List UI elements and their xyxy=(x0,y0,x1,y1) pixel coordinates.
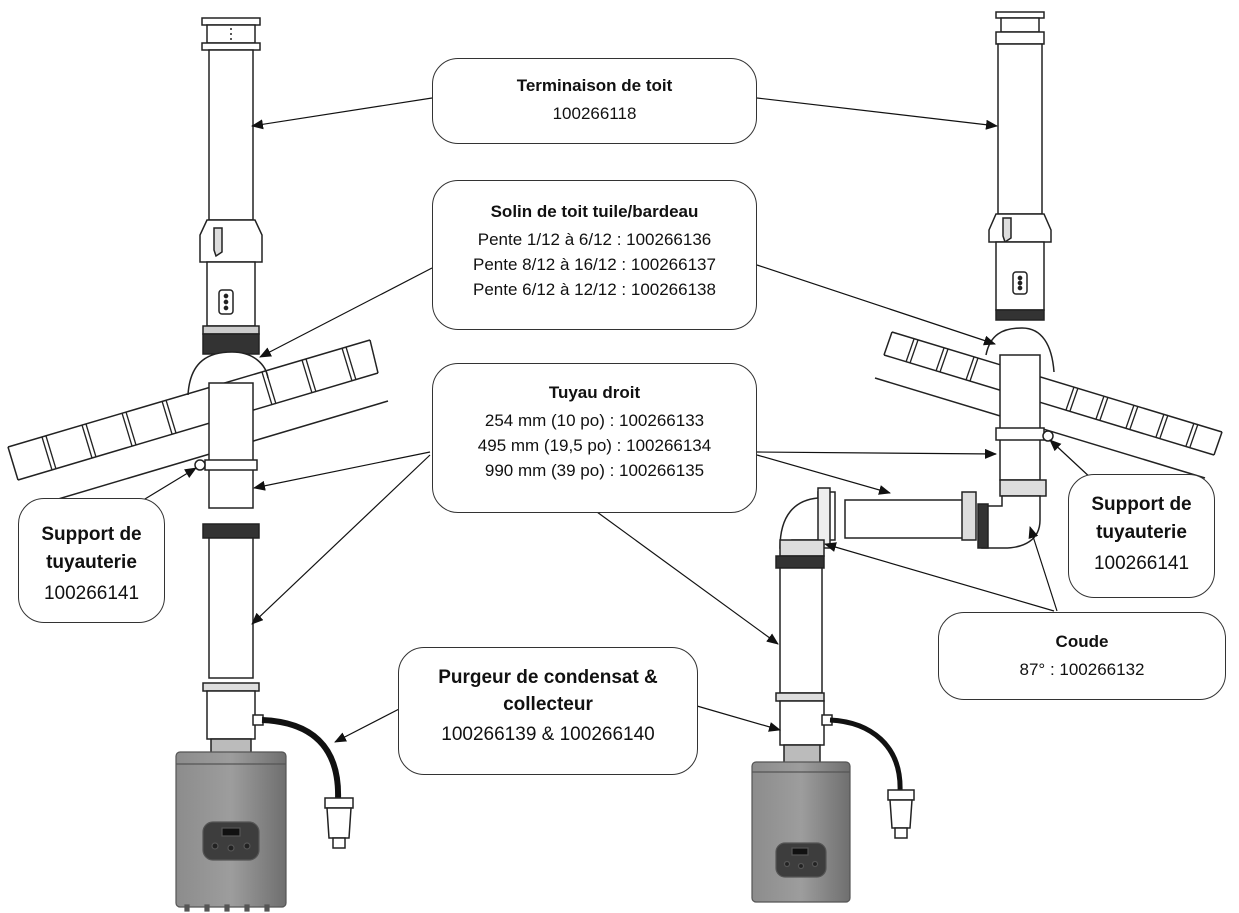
callout-title: Tuyau droit xyxy=(548,383,641,402)
callout-title: Purgeur de condensat & collecteur xyxy=(438,667,658,715)
callout-roof-termination: Terminaison de toit 100266118 xyxy=(432,58,757,144)
left-condensate-hose xyxy=(261,717,342,801)
callout-pipe-support-left: Support de tuyauterie 100266141 xyxy=(18,498,165,623)
callout-title: Support de tuyauterie xyxy=(41,524,142,573)
callout-title: Terminaison de toit xyxy=(516,76,673,95)
callout-line: 495 mm (19,5 po) : 100266134 xyxy=(477,436,712,455)
left-water-heater xyxy=(175,751,287,912)
callout-roof-flashing: Solin de toit tuile/bardeau Pente 1/12 à… xyxy=(432,180,757,330)
callout-part-number: 87° : 100266132 xyxy=(1019,660,1145,679)
callout-line: Pente 6/12 à 12/12 : 100266138 xyxy=(473,280,716,299)
callout-elbow: Coude 87° : 100266132 xyxy=(938,612,1226,700)
callout-line: Pente 8/12 à 16/12 : 100266137 xyxy=(473,255,716,274)
callout-pipe-support-right: Support de tuyauterie 100266141 xyxy=(1068,474,1215,598)
callout-part-number: 100266141 xyxy=(43,583,140,604)
callout-part-number: 100266141 xyxy=(1093,553,1190,574)
right-vent-assembly xyxy=(775,11,1223,764)
left-neutralizer xyxy=(324,797,354,849)
callout-line: 254 mm (10 po) : 100266133 xyxy=(484,411,705,430)
callout-line: Pente 1/12 à 6/12 : 100266136 xyxy=(477,230,712,249)
callout-title: Coude xyxy=(1055,632,1109,651)
callout-part-number: 100266118 xyxy=(552,104,637,123)
callout-title: Solin de toit tuile/bardeau xyxy=(490,202,699,221)
callout-condensate-trap: Purgeur de condensat & collecteur 100266… xyxy=(398,647,698,775)
right-condensate-hose xyxy=(829,717,903,793)
callout-line: 990 mm (39 po) : 100266135 xyxy=(484,461,705,480)
right-neutralizer xyxy=(887,789,915,839)
callout-straight-pipe: Tuyau droit 254 mm (10 po) : 100266133 4… xyxy=(432,363,757,513)
left-vent-assembly xyxy=(7,17,389,760)
callout-part-number: 100266139 & 100266140 xyxy=(441,724,655,745)
callout-title: Support de tuyauterie xyxy=(1091,494,1192,543)
leader-arrows xyxy=(139,97,1094,743)
right-water-heater xyxy=(751,761,851,903)
